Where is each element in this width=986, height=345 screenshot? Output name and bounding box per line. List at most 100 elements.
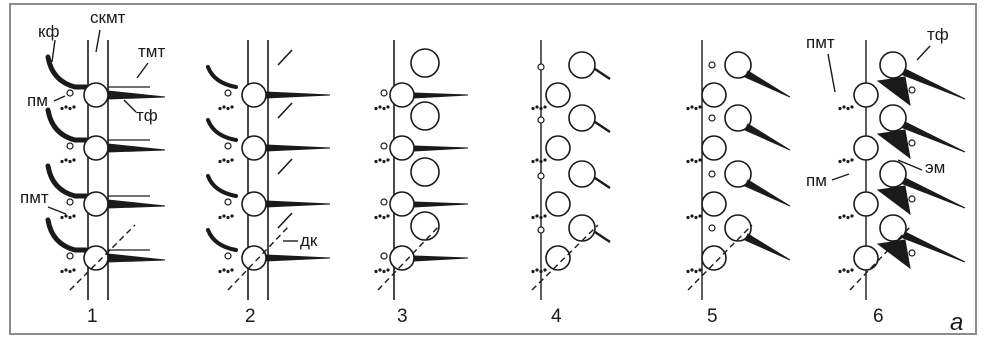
pmt-beads xyxy=(838,160,841,163)
pmt-beads xyxy=(222,158,225,161)
pmt-beads xyxy=(382,160,385,163)
pm-dot xyxy=(538,117,544,123)
cell-circle xyxy=(854,246,878,270)
pmt-beads xyxy=(535,105,538,108)
pmt-beads xyxy=(838,270,841,273)
stage-number-4: 4 xyxy=(551,306,562,327)
pm-dot xyxy=(67,253,73,259)
cell-circle xyxy=(702,136,726,160)
pm-dot xyxy=(67,143,73,149)
pmt-beads xyxy=(850,214,853,217)
pm-dot xyxy=(909,196,915,202)
pmt-beads xyxy=(842,214,845,217)
pmt-beads xyxy=(686,270,689,273)
pmt-beads xyxy=(68,160,71,163)
pm-dot xyxy=(909,140,915,146)
cell-circle xyxy=(242,246,266,270)
cell-circle xyxy=(390,83,414,107)
upper-circle xyxy=(569,215,595,241)
pm-dot xyxy=(381,143,387,149)
pm-dot xyxy=(381,199,387,205)
cell-circle xyxy=(702,83,726,107)
pmt-beads xyxy=(60,107,63,110)
cell-circle xyxy=(390,246,414,270)
cell-circle xyxy=(84,192,108,216)
pm-dot xyxy=(381,253,387,259)
label-em: эм xyxy=(925,158,945,177)
cell-circle xyxy=(390,192,414,216)
stage-number-3: 3 xyxy=(397,306,408,327)
pmt-beads xyxy=(690,105,693,108)
cell-circle xyxy=(242,192,266,216)
pmt-beads xyxy=(222,268,225,271)
pm-dot xyxy=(709,225,715,231)
pmt-beads xyxy=(539,107,542,110)
pm-dot xyxy=(67,199,73,205)
pmt-beads xyxy=(539,216,542,219)
pmt-beads xyxy=(72,268,75,271)
pmt-beads xyxy=(222,105,225,108)
pmt-beads xyxy=(378,268,381,271)
upper-circle xyxy=(880,215,906,241)
pmt-beads xyxy=(68,216,71,219)
cell-circle xyxy=(390,136,414,160)
pmt-beads xyxy=(690,158,693,161)
pm-dot xyxy=(709,62,715,68)
pmt-beads xyxy=(226,216,229,219)
pmt-beads xyxy=(698,158,701,161)
pmt-beads xyxy=(218,216,221,219)
pmt-beads xyxy=(382,107,385,110)
upper-circle xyxy=(411,102,439,130)
label-dk: дк xyxy=(300,231,318,250)
pmt-beads xyxy=(694,216,697,219)
cell-circle xyxy=(84,136,108,160)
pmt-beads xyxy=(64,214,67,217)
pmt-beads xyxy=(64,158,67,161)
label-pmt-6: пмт xyxy=(806,33,835,52)
pmt-beads xyxy=(374,107,377,110)
cell-circle xyxy=(546,192,570,216)
pmt-beads xyxy=(535,214,538,217)
pmt-beads xyxy=(72,105,75,108)
label-kf: кф xyxy=(38,22,59,41)
pm-dot xyxy=(909,87,915,93)
label-tf-1: тф xyxy=(136,106,158,125)
pmt-beads xyxy=(846,160,849,163)
pmt-beads xyxy=(230,158,233,161)
pmt-beads xyxy=(690,268,693,271)
pmt-beads xyxy=(531,160,534,163)
pmt-beads xyxy=(686,160,689,163)
pmt-beads xyxy=(690,214,693,217)
label-pm-6: пм xyxy=(806,171,827,190)
pmt-beads xyxy=(230,105,233,108)
pmt-beads xyxy=(698,268,701,271)
label-tmt: тмт xyxy=(138,42,165,61)
pm-dot xyxy=(67,90,73,96)
stage-number-6: 6 xyxy=(873,306,884,327)
pmt-beads xyxy=(226,270,229,273)
pmt-beads xyxy=(218,107,221,110)
pm-dot xyxy=(709,115,715,121)
pmt-beads xyxy=(72,214,75,217)
pmt-beads xyxy=(531,107,534,110)
upper-circle xyxy=(411,49,439,77)
cell-circle xyxy=(84,83,108,107)
upper-circle xyxy=(569,105,595,131)
pmt-beads xyxy=(543,268,546,271)
pmt-beads xyxy=(531,270,534,273)
pmt-beads xyxy=(846,216,849,219)
cell-circle xyxy=(242,136,266,160)
pm-dot xyxy=(538,64,544,70)
cell-circle xyxy=(546,83,570,107)
pmt-beads xyxy=(386,268,389,271)
pmt-beads xyxy=(60,160,63,163)
pmt-beads xyxy=(60,270,63,273)
pmt-beads xyxy=(60,216,63,219)
cell-circle xyxy=(702,192,726,216)
pmt-beads xyxy=(543,158,546,161)
pmt-beads xyxy=(535,268,538,271)
pm-dot xyxy=(225,90,231,96)
pmt-beads xyxy=(378,158,381,161)
pmt-beads xyxy=(850,268,853,271)
